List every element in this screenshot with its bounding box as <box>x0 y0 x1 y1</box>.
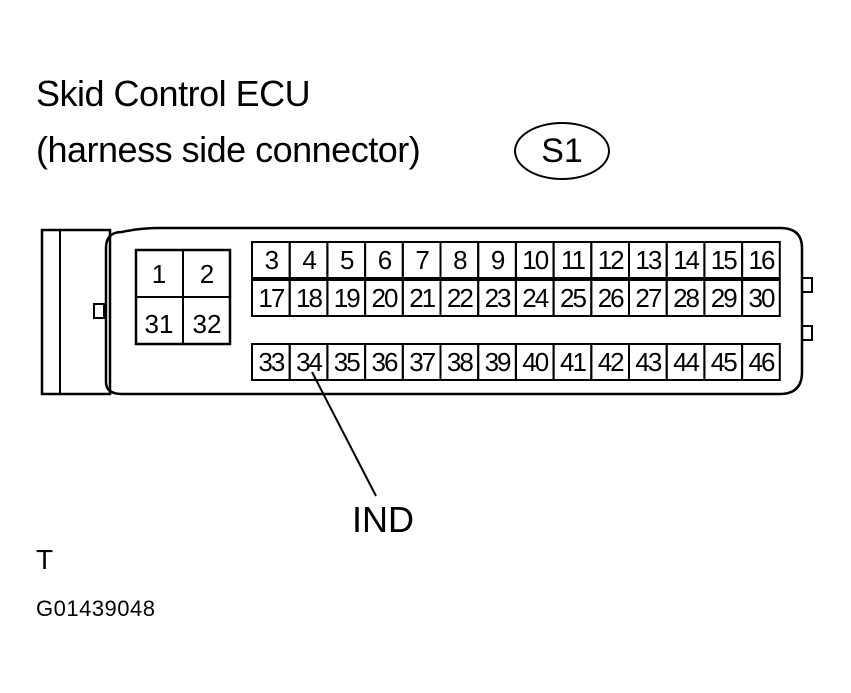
pin-cell-46 <box>741 343 781 381</box>
pin-6: 6 <box>378 245 392 275</box>
pin-42: 42 <box>598 347 624 377</box>
figure-id: G01439048 <box>36 596 156 621</box>
pin-29: 29 <box>711 283 737 313</box>
pin-45: 45 <box>711 347 737 377</box>
pin-row3: 33 34 35 36 37 38 39 40 41 42 43 44 45 46 <box>251 343 781 381</box>
pin-14: 14 <box>673 245 699 275</box>
pin-32: 32 <box>193 309 222 339</box>
pin-cell-30 <box>741 279 781 317</box>
pin-2: 2 <box>200 259 214 289</box>
pin-1: 1 <box>152 259 166 289</box>
pin-23: 23 <box>485 283 511 313</box>
pin-35: 35 <box>334 347 360 377</box>
pin-13: 13 <box>635 245 661 275</box>
pin-row2: 17 18 19 20 21 22 23 24 25 26 27 28 29 30 <box>251 279 781 317</box>
pin-17: 17 <box>258 283 284 313</box>
callout-leader-line <box>311 371 377 497</box>
pin-24: 24 <box>522 283 548 313</box>
pin-30: 30 <box>748 283 774 313</box>
pin-41: 41 <box>560 347 586 377</box>
pin-38: 38 <box>447 347 473 377</box>
pin-5: 5 <box>340 245 354 275</box>
pin-26: 26 <box>598 283 624 313</box>
pin-11: 11 <box>561 245 586 275</box>
ind-callout-label: IND <box>352 499 414 540</box>
pin-28: 28 <box>673 283 699 313</box>
connector-id-badge: S1 <box>514 122 610 180</box>
pin-10: 10 <box>522 245 548 275</box>
pin-37: 37 <box>409 347 435 377</box>
pin-31: 31 <box>145 309 174 339</box>
diagram-title: Skid Control ECU <box>36 73 311 114</box>
pin-46: 46 <box>748 347 774 377</box>
view-letter: T <box>36 544 54 575</box>
pin-3: 3 <box>265 245 279 275</box>
pin-cell-16 <box>741 241 781 279</box>
connector-housing <box>40 226 813 396</box>
pin-21: 21 <box>409 283 435 313</box>
pin-20: 20 <box>371 283 397 313</box>
pin-22: 22 <box>447 283 473 313</box>
pin-40: 40 <box>522 347 548 377</box>
pin-19: 19 <box>334 283 360 313</box>
pin-43: 43 <box>635 347 661 377</box>
pin-34: 34 <box>296 347 322 377</box>
pin-15: 15 <box>711 245 737 275</box>
pin-9: 9 <box>491 245 505 275</box>
pin-25: 25 <box>560 283 586 313</box>
pin-7: 7 <box>415 245 429 275</box>
pin-36: 36 <box>371 347 397 377</box>
pin-44: 44 <box>673 347 699 377</box>
pin-39: 39 <box>485 347 511 377</box>
pin-12: 12 <box>598 245 624 275</box>
pin-18: 18 <box>296 283 322 313</box>
diagram-subtitle: (harness side connector) <box>36 129 421 170</box>
pin-16: 16 <box>748 245 774 275</box>
pin-8: 8 <box>453 245 467 275</box>
pin-33: 33 <box>258 347 284 377</box>
pin-4: 4 <box>302 245 316 275</box>
large-pin-block: 1 2 31 32 <box>134 248 232 346</box>
pin-27: 27 <box>635 283 661 313</box>
